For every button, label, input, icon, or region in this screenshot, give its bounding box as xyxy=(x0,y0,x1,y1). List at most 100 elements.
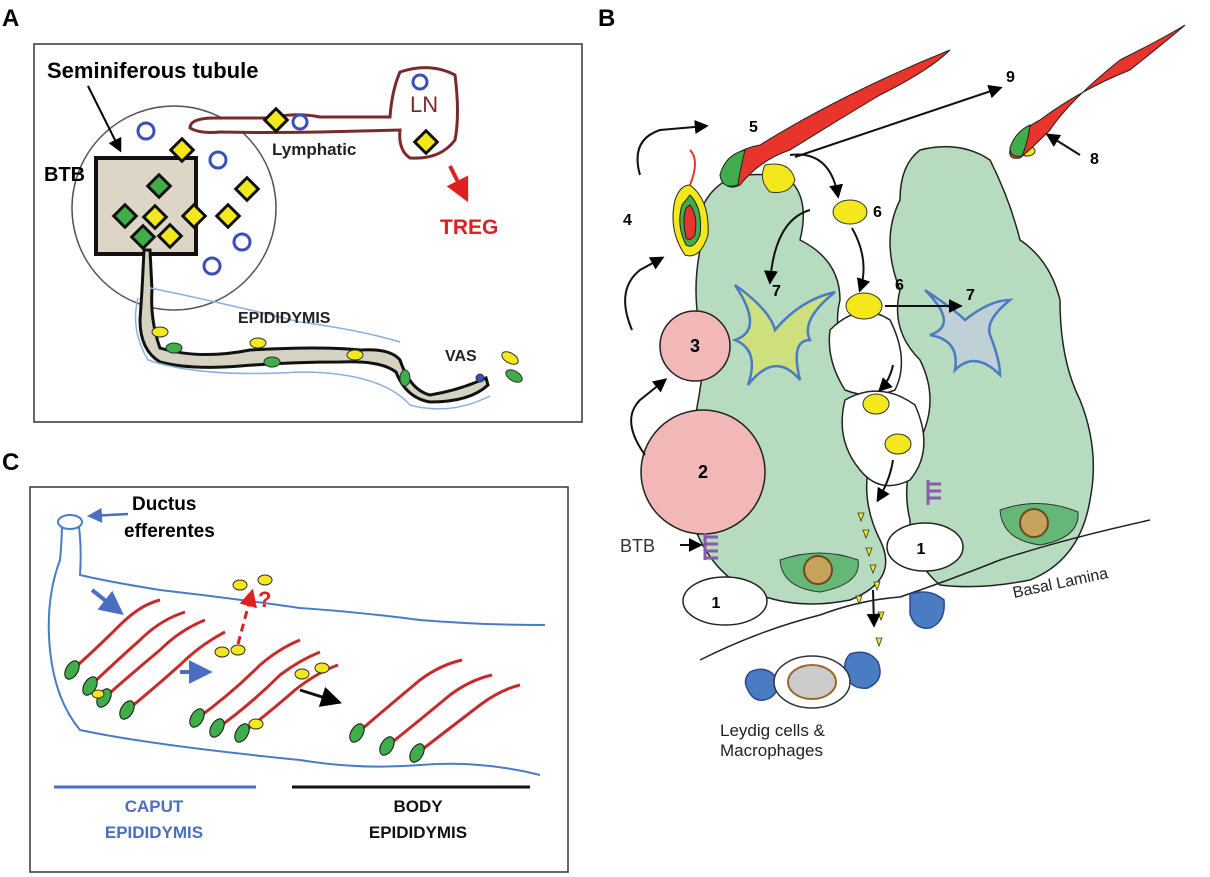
caput-label-1: CAPUT xyxy=(125,797,184,816)
ductus-opening xyxy=(57,514,83,530)
body-label-2: EPIDIDYMIS xyxy=(369,823,467,842)
seminiferous-label: Seminiferous tubule xyxy=(47,58,258,83)
yellow-vesicle xyxy=(884,433,912,455)
circle-marker xyxy=(208,150,228,170)
question-arrow xyxy=(236,588,257,645)
panel-c: C xyxy=(2,449,569,873)
sperm-tail xyxy=(194,638,301,722)
arrow-b xyxy=(876,459,894,503)
sperm-head xyxy=(399,369,411,387)
label-4: 4 xyxy=(623,212,632,229)
arrow-b xyxy=(636,119,709,176)
epididymis-outline-upper xyxy=(77,519,546,626)
sperm-head xyxy=(379,736,395,756)
yellow-droplet xyxy=(314,662,330,674)
arrow-b xyxy=(866,589,881,628)
btb-label-a: BTB xyxy=(44,164,85,186)
macrophage-cell xyxy=(744,668,779,701)
panel-b: B xyxy=(598,5,1186,760)
diamond-marker-green xyxy=(129,223,157,251)
sperm-tail xyxy=(214,650,321,732)
leydig-nucleus xyxy=(787,664,837,700)
macrophage-star xyxy=(924,288,1014,379)
yellow-droplet xyxy=(230,644,246,656)
ln-label: LN xyxy=(410,92,438,117)
arrow-7 xyxy=(763,209,811,285)
sperm-tail xyxy=(384,673,493,750)
seminiferous-arrow xyxy=(87,85,122,153)
vas-label: VAS xyxy=(445,348,477,365)
label-1a: 1 xyxy=(712,595,721,612)
lumen-pocket xyxy=(828,311,903,396)
arrow-8 xyxy=(1045,133,1081,156)
yellow-droplet xyxy=(873,581,881,592)
circle-marker xyxy=(291,113,309,131)
sperm-head xyxy=(263,356,281,368)
germ-cell-1 xyxy=(682,576,768,626)
sperm-head xyxy=(165,342,183,354)
sperm-head xyxy=(475,373,485,383)
circle-marker xyxy=(136,121,156,141)
yellow-droplet xyxy=(232,579,248,591)
arrow-6b xyxy=(851,227,871,293)
sperm-5 xyxy=(719,49,951,188)
sperm-tail xyxy=(86,610,186,690)
arrow-b xyxy=(878,364,894,392)
diamond-marker xyxy=(180,202,208,230)
yellow-droplet xyxy=(865,547,873,558)
epididymis-outline-lower xyxy=(47,519,541,776)
label-5: 5 xyxy=(749,119,758,136)
nucleolus xyxy=(1019,508,1049,538)
sperm-4-tail xyxy=(689,149,696,186)
yellow-droplet xyxy=(862,529,870,540)
sperm-tail xyxy=(124,630,226,714)
circle-marker xyxy=(232,232,252,252)
sperm-9 xyxy=(1009,24,1186,159)
yellow-vesicle xyxy=(832,199,868,225)
yellow-vesicle xyxy=(845,292,883,320)
yellow-droplet xyxy=(855,595,863,606)
panel-a: A xyxy=(2,5,583,423)
nucleolus xyxy=(803,555,833,585)
diamond-marker xyxy=(141,203,169,231)
sperm-head xyxy=(64,660,80,680)
panel-c-frame xyxy=(29,486,569,873)
label-6a: 6 xyxy=(873,204,882,221)
yellow-droplet xyxy=(214,646,230,658)
epididymis-label: EPIDIDYMIS xyxy=(238,310,331,327)
ductus-label-2: efferentes xyxy=(124,521,215,542)
arrow-b xyxy=(630,378,668,456)
diamond-marker xyxy=(156,222,184,250)
sperm-head xyxy=(82,676,98,696)
sperm-tail xyxy=(69,598,161,674)
circle-marker xyxy=(202,256,222,276)
treg-label: TREG xyxy=(440,216,498,239)
yellow-droplet xyxy=(257,574,273,586)
ductus-arrow xyxy=(87,507,129,523)
sperm-tail xyxy=(101,618,206,702)
lumen-pocket xyxy=(841,390,925,487)
sperm-head xyxy=(189,708,205,728)
label-1b: 1 xyxy=(917,541,926,558)
yellow-droplet xyxy=(869,564,877,575)
flow-arrow xyxy=(90,588,124,615)
epididymis-outline xyxy=(134,297,491,410)
label-7b: 7 xyxy=(966,287,975,304)
diamond-marker-green xyxy=(111,202,139,230)
label-9: 9 xyxy=(1006,69,1015,86)
sperm-head xyxy=(505,369,523,383)
panel-a-letter: A xyxy=(2,5,19,32)
circle-marker xyxy=(411,73,429,91)
btb-label-b: BTB xyxy=(620,536,655,556)
treg-arrow xyxy=(446,165,469,203)
diamond-marker xyxy=(233,175,261,203)
yellow-vesicle xyxy=(761,163,796,193)
caput-sperm-group xyxy=(69,598,521,757)
sperm-head xyxy=(409,743,425,763)
panel-b-letter: B xyxy=(598,5,615,32)
diamond-marker xyxy=(214,202,242,230)
diamond-marker xyxy=(262,106,290,134)
macrophage-cell xyxy=(909,591,945,629)
sperm-tail xyxy=(414,683,521,757)
